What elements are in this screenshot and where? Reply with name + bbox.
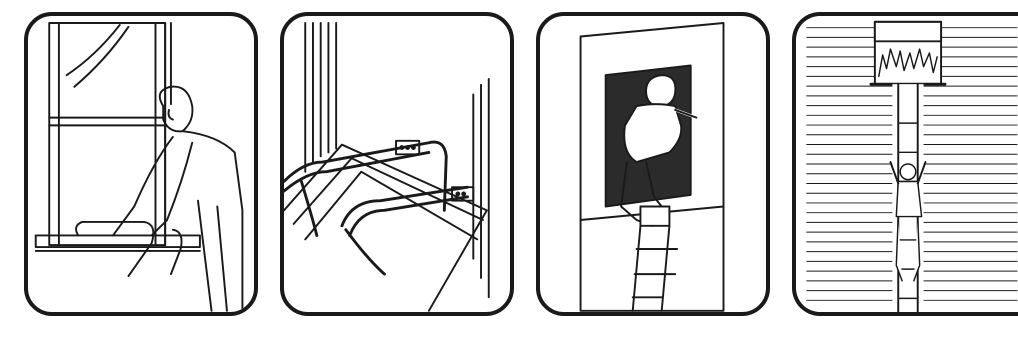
- person-hooking-ladder-on-windowsill-icon: [28, 16, 254, 312]
- panel-step-1: 1.: [24, 12, 258, 316]
- person-descending-ladder-from-fire-icon: [796, 16, 1018, 312]
- panel-step-4: 4: [792, 12, 1018, 316]
- panel-step-3: 3.: [536, 12, 770, 316]
- ladder-hooks-on-sill-closeup-icon: [284, 16, 510, 312]
- man-climbing-out-window-icon: [540, 16, 766, 312]
- panel-step-2: 2.: [280, 12, 514, 316]
